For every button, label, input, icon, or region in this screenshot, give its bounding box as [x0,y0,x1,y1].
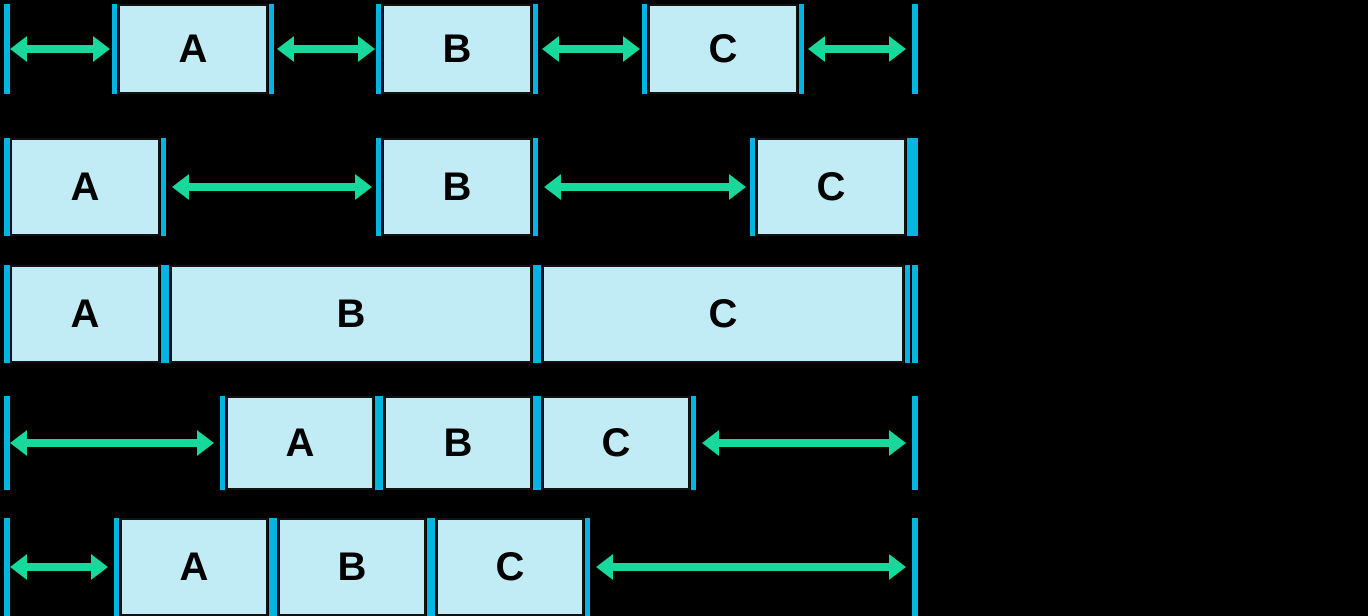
container-right-rail [912,518,918,616]
flex-item-box-a[interactable]: A [10,265,160,363]
item-edge-rail-left-c [642,4,647,94]
item-edge-rail-right-b [533,396,538,490]
item-edge-rail-left-b [376,138,381,236]
item-edge-rail-left-c [430,518,435,616]
spacing-arrow [26,439,198,447]
item-edge-rail-right-a [269,4,274,94]
flex-item-box-c[interactable]: C [436,518,584,616]
item-edge-rail-right-b [533,4,538,94]
item-edge-rail-left-b [272,518,277,616]
item-edge-rail-right-c [905,265,910,363]
item-edge-rail-left-a [112,4,117,94]
item-edge-rail-right-a [161,265,166,363]
container-left-rail [4,396,10,490]
item-edge-rail-right-c [691,396,696,490]
item-edge-rail-left-a [4,138,9,236]
flex-item-box-a[interactable]: A [10,138,160,236]
item-edge-rail-right-c [585,518,590,616]
item-edge-rail-right-b [533,265,538,363]
item-edge-rail-right-b [533,138,538,236]
spacing-arrow [718,439,890,447]
item-edge-rail-left-c [750,138,755,236]
spacing-arrow [26,45,94,53]
container-right-rail [912,265,918,363]
item-edge-rail-right-a [161,138,166,236]
item-edge-rail-left-c [536,396,541,490]
flex-item-box-a[interactable]: A [118,4,268,94]
item-edge-rail-right-c [799,4,804,94]
flex-item-label: B [337,545,367,589]
item-edge-rail-left-b [378,396,383,490]
spacing-arrow [612,563,890,571]
item-edge-rail-left-c [536,265,541,363]
item-edge-rail-right-b [427,518,432,616]
item-edge-rail-right-c [907,138,912,236]
item-edge-rail-right-a [375,396,380,490]
flex-item-label: C [495,545,525,589]
spacing-arrow [558,45,624,53]
container-right-rail [912,138,918,236]
spacing-arrow [560,183,730,191]
flex-item-box-b[interactable]: B [278,518,426,616]
container-right-rail [912,4,918,94]
container-left-rail [4,4,10,94]
item-edge-rail-left-a [220,396,225,490]
item-edge-rail-left-b [376,4,381,94]
spacing-arrow [26,563,92,571]
container-left-rail [4,518,10,616]
spacing-arrow [293,45,359,53]
item-edge-rail-left-a [4,265,9,363]
flex-item-label: A [179,545,209,589]
item-edge-rail-left-a [114,518,119,616]
spacing-arrow [188,183,356,191]
item-edge-rail-right-a [269,518,274,616]
item-edge-rail-left-b [164,265,169,363]
flex-item-box-a[interactable]: A [120,518,268,616]
container-right-rail [912,396,918,490]
flex-item-box-b[interactable]: B [170,265,532,363]
spacing-arrow [824,45,890,53]
